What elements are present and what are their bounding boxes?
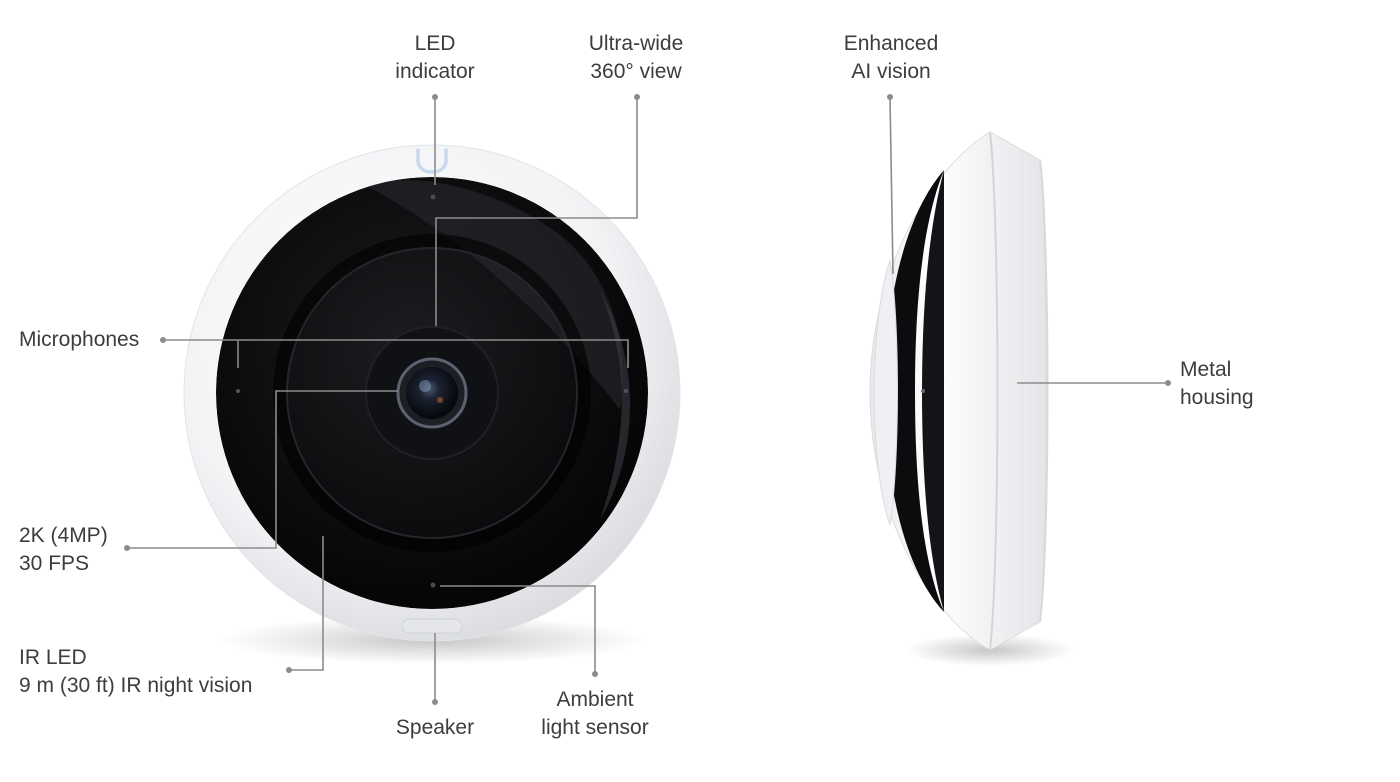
logo-icon — [416, 148, 448, 174]
led-indicator-line1: LED — [414, 32, 456, 55]
speaker-line1: Speaker — [395, 716, 475, 739]
ir-led-line1: IR LED — [19, 646, 87, 669]
mic-right-dot — [624, 389, 628, 393]
ir-led-line2: 9 m (30 ft) IR night vision — [19, 674, 253, 697]
led-indicator-dot — [430, 194, 436, 200]
microphones-label: Microphones — [19, 326, 139, 354]
ambient-light-label: Ambient light sensor — [520, 686, 670, 742]
led-indicator-label: LED indicator — [375, 30, 495, 86]
side-lens-dome — [885, 170, 944, 612]
ultra-wide-line2: 360° view — [590, 60, 682, 83]
mic-left-dot — [236, 389, 240, 393]
enhanced-ai-label: Enhanced AI vision — [821, 30, 961, 86]
metal-housing-label: Metal housing — [1180, 356, 1254, 412]
side-mic-dot — [921, 389, 925, 393]
metal-housing-line1: Metal — [1180, 358, 1232, 381]
resolution-line1: 2K (4MP) — [19, 524, 108, 547]
side-lens-bulge — [873, 259, 898, 526]
main-lens-glass — [406, 367, 458, 419]
metal-housing-line2: housing — [1180, 386, 1254, 409]
ambient-light-line1: Ambient — [556, 688, 634, 711]
leader-dots — [124, 94, 1171, 705]
leader-lines — [127, 96, 1168, 702]
microphones-line1: Microphones — [19, 328, 140, 351]
enhanced-ai-line2: AI vision — [851, 60, 931, 83]
ambient-light-line2: light sensor — [541, 716, 649, 739]
ir-led-label: IR LED 9 m (30 ft) IR night vision — [19, 644, 252, 700]
speaker-label: Speaker — [375, 714, 495, 742]
ultra-wide-label: Ultra-wide 360° view — [566, 30, 706, 86]
enhanced-ai-line1: Enhanced — [843, 32, 939, 55]
resolution-line2: 30 FPS — [19, 552, 90, 575]
ambient-sensor-dot — [430, 582, 436, 588]
resolution-label: 2K (4MP) 30 FPS — [19, 522, 108, 578]
ultra-wide-line1: Ultra-wide — [588, 32, 684, 55]
led-indicator-line2: indicator — [395, 60, 475, 83]
speaker-slot — [401, 618, 463, 634]
side-housing-rim — [989, 131, 999, 651]
